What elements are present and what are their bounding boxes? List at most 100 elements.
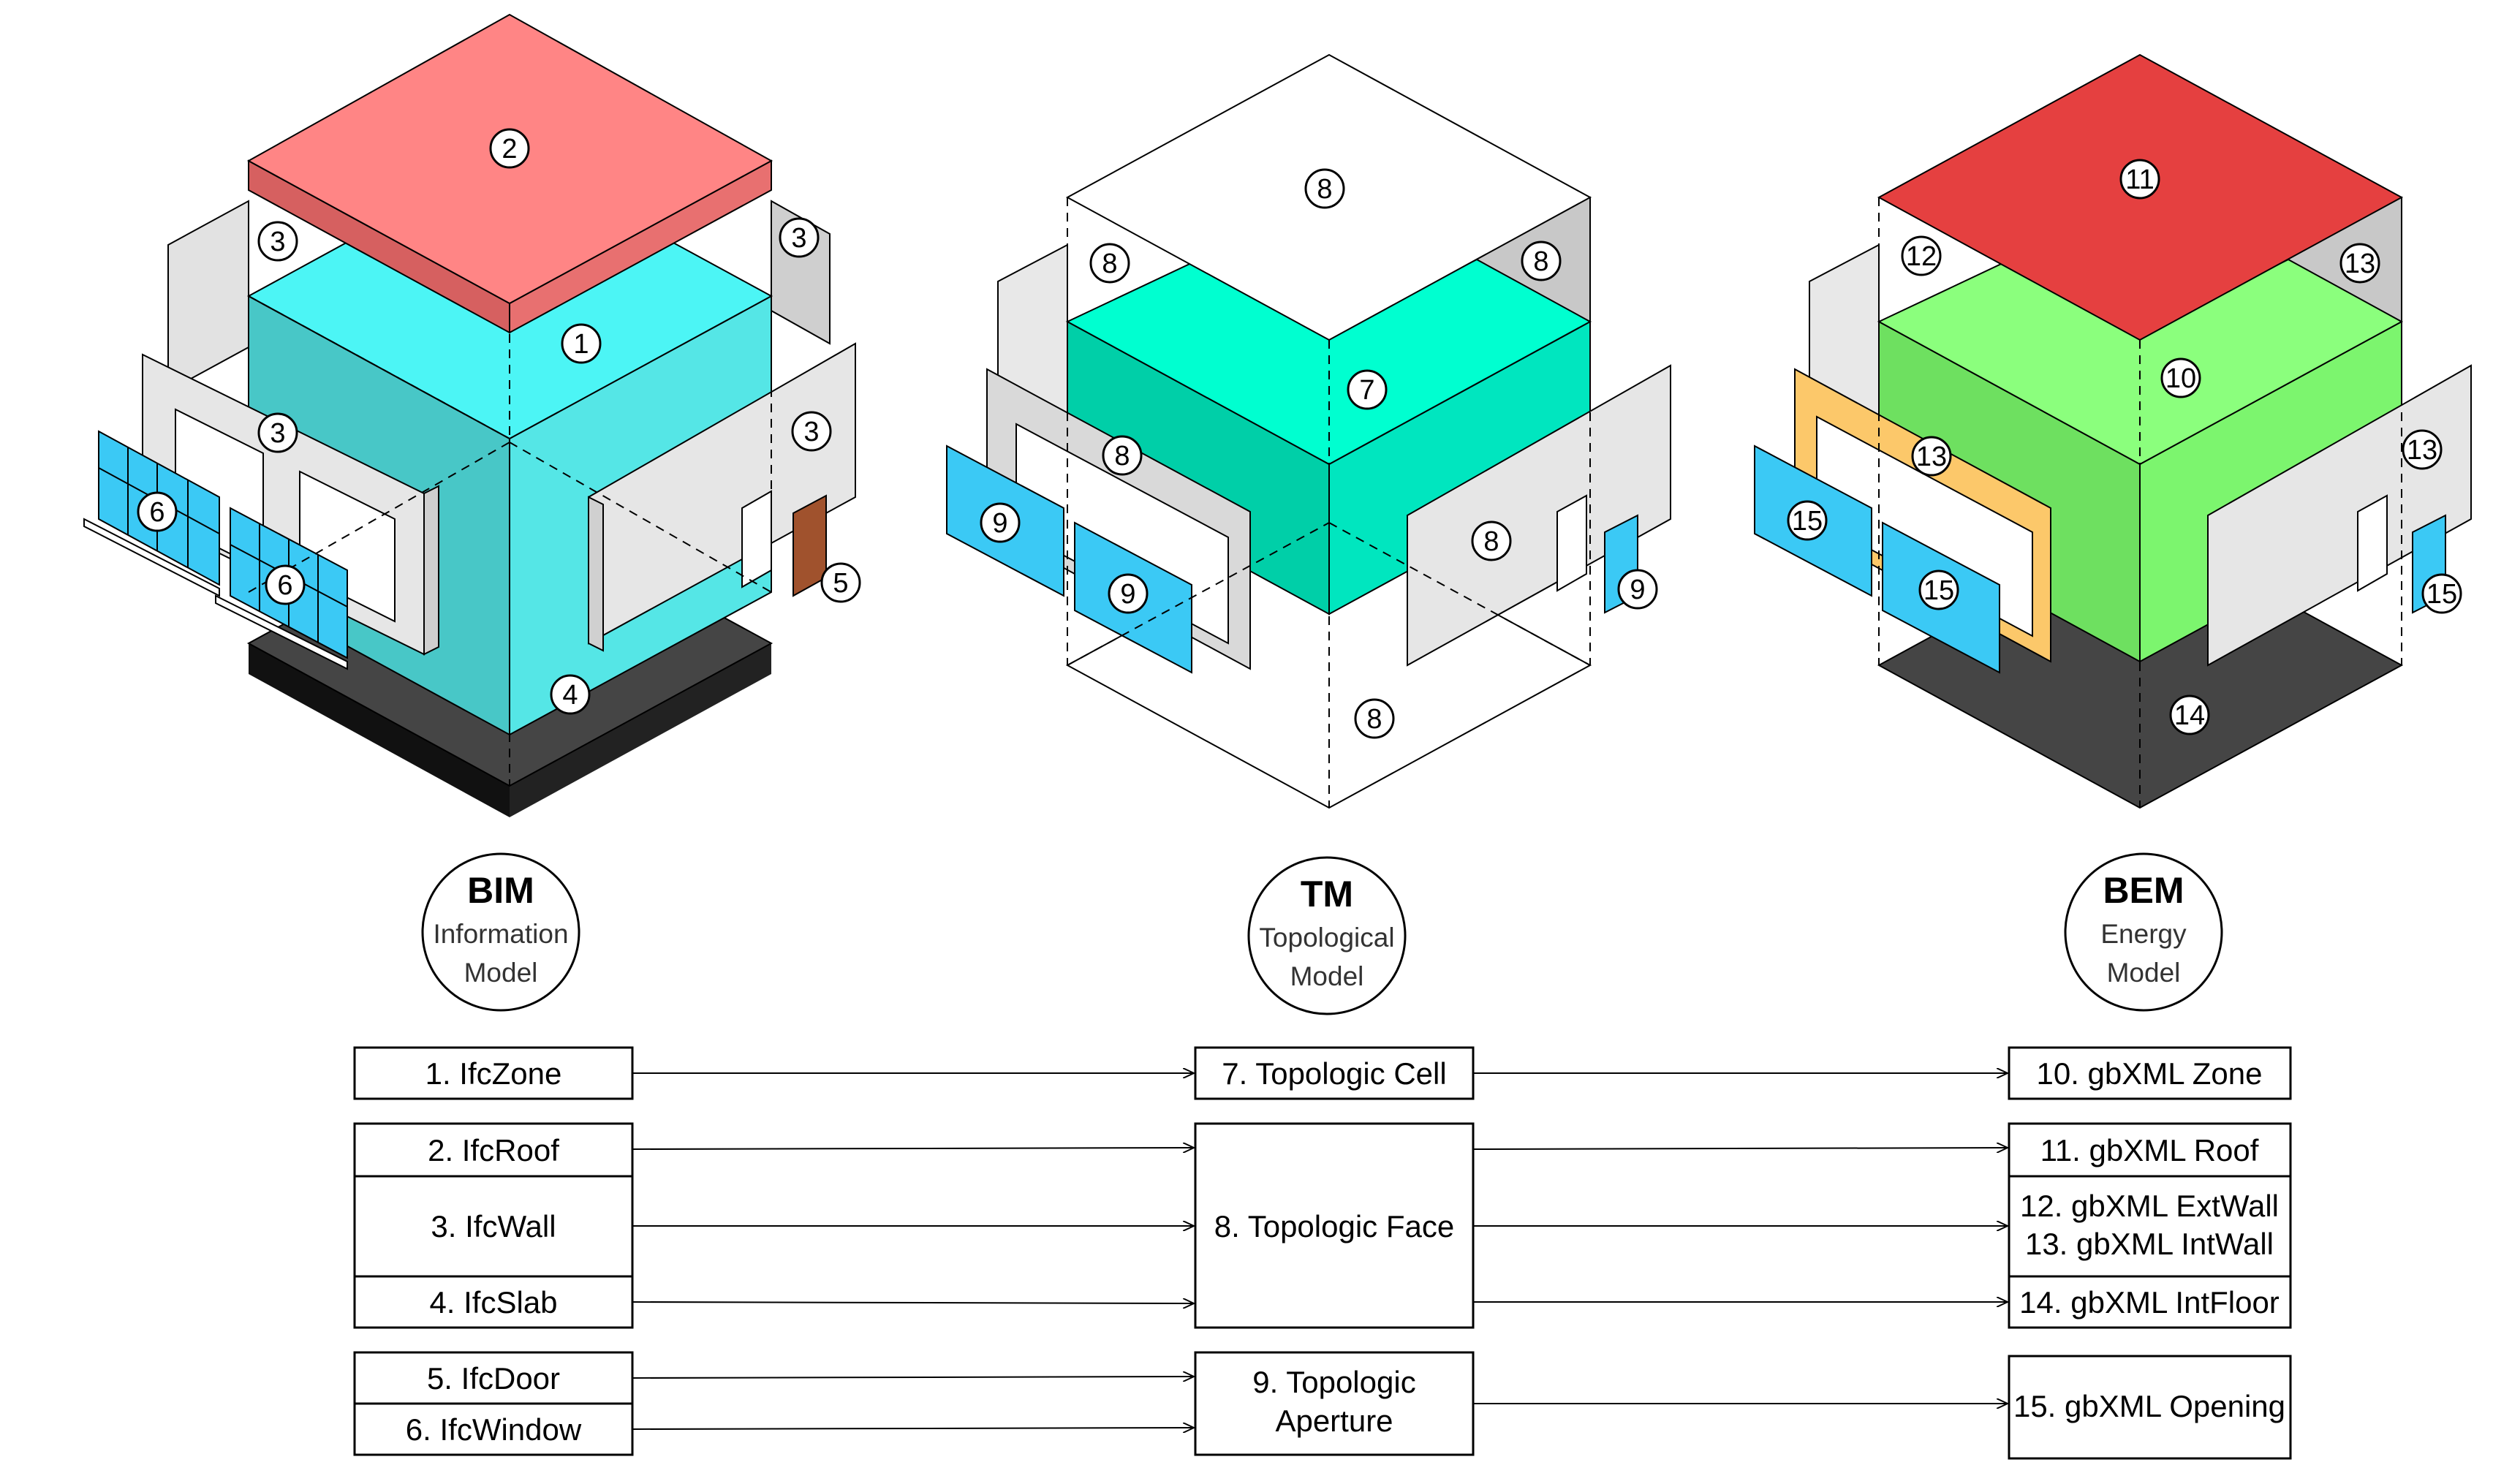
bem-marker-label: 15 <box>1792 506 1823 537</box>
bim-marker-label: 3 <box>270 227 285 257</box>
model-circle-bem: BEM Energy Model <box>2064 852 2223 1012</box>
model-circle-tm: TM Topological Model <box>1247 856 1407 1015</box>
bem-marker: 14 <box>2169 694 2210 735</box>
tm-marker: 9 <box>1108 573 1149 614</box>
bim-model <box>83 13 856 817</box>
bem-marker-label: 15 <box>1923 575 1954 606</box>
bim-marker-label: 6 <box>149 497 164 528</box>
bim-back-wall-left <box>167 200 249 393</box>
ifc-label-wall: 3. IfcWall <box>431 1209 556 1243</box>
bem-marker: 15 <box>2421 573 2462 614</box>
bem-marker-label: 13 <box>1916 442 1947 472</box>
tm-model <box>946 53 1671 809</box>
tm-marker: 7 <box>1347 369 1388 410</box>
tm-marker: 8 <box>1354 698 1395 739</box>
bem-marker: 13 <box>2402 429 2443 470</box>
ifc-box-window <box>353 1402 634 1456</box>
bim-front-wall-right-end <box>588 496 604 652</box>
model-circle-bim: BIM Information Model <box>421 852 580 1012</box>
tm-front-face-right <box>1407 364 1671 667</box>
model-sub2-tm: Model <box>1290 961 1364 991</box>
tm-marker-label: 9 <box>1630 575 1645 605</box>
tm-marker: 9 <box>1617 569 1658 610</box>
tm-marker-label: 9 <box>992 508 1007 539</box>
ifc-box-slab <box>353 1275 634 1329</box>
topo-label-aperture-2: Aperture <box>1275 1404 1393 1438</box>
ifc-label-slab: 4. IfcSlab <box>429 1285 557 1320</box>
ifc-label-window: 6. IfcWindow <box>406 1412 582 1447</box>
tm-marker: 8 <box>1089 243 1130 284</box>
bim-marker-label: 3 <box>803 417 819 447</box>
tm-marker-label: 8 <box>1102 249 1117 279</box>
tm-marker: 8 <box>1471 520 1512 561</box>
ifc-box-roof <box>353 1122 634 1178</box>
bim-marker-label: 3 <box>791 223 806 254</box>
bem-marker: 13 <box>2339 243 2380 284</box>
tm-opening-right <box>1556 494 1587 592</box>
gb-label-intwall: 13. gbXML IntWall <box>2025 1227 2274 1261</box>
gb-box-opening <box>2008 1355 2292 1460</box>
bim-marker: 5 <box>820 562 861 603</box>
bem-marker-label: 14 <box>2174 700 2205 731</box>
tm-marker-label: 7 <box>1359 375 1374 406</box>
bem-int-wall-opening <box>2357 494 2388 592</box>
topo-label-face: 8. Topologic Face <box>1214 1209 1454 1243</box>
bem-marker-label: 10 <box>2165 363 2196 394</box>
bem-marker: 13 <box>1911 436 1952 477</box>
mapping-table <box>353 1046 2292 1460</box>
bem-marker-label: 13 <box>2345 249 2375 279</box>
bim-slab-side-left <box>249 643 510 817</box>
bem-marker: 11 <box>2119 159 2160 200</box>
tm-marker: 9 <box>980 502 1021 543</box>
bim-marker-label: 2 <box>502 134 517 164</box>
bim-door-opening <box>741 490 772 588</box>
bim-marker: 4 <box>550 674 591 715</box>
gb-label-zone: 10. gbXML Zone <box>2037 1056 2263 1091</box>
bim-marker: 6 <box>137 491 178 532</box>
ifc-label-zone: 1. IfcZone <box>425 1056 562 1091</box>
gb-label-floor: 14. gbXML IntFloor <box>2019 1285 2280 1320</box>
model-sub1-bim: Information <box>433 919 568 949</box>
ifc-label-door: 5. IfcDoor <box>427 1361 560 1396</box>
model-sub1-tm: Topological <box>1259 923 1394 953</box>
model-title-bim: BIM <box>467 870 534 911</box>
bem-marker: 15 <box>1918 569 1959 610</box>
bim-marker-label: 3 <box>270 418 285 449</box>
gb-box-roof <box>2008 1122 2292 1178</box>
tm-marker: 8 <box>1304 168 1345 209</box>
topo-label-aperture-1: 9. Topologic <box>1252 1365 1415 1399</box>
bim-marker: 2 <box>489 128 530 169</box>
bem-marker-label: 13 <box>2407 435 2437 466</box>
bem-marker-label: 11 <box>2125 164 2154 195</box>
bim-marker-label: 1 <box>573 329 589 360</box>
gb-box-floor <box>2008 1275 2292 1329</box>
topo-box-face <box>1194 1122 1475 1329</box>
mapping-arrows <box>632 1073 2008 1429</box>
bem-marker: 10 <box>2160 357 2201 398</box>
tm-hidden-edges <box>1067 197 1591 808</box>
model-sub2-bem: Model <box>2107 958 2181 988</box>
gb-box-wall <box>2008 1175 2292 1278</box>
gb-label-opening: 15. gbXML Opening <box>2013 1389 2285 1423</box>
bem-model <box>1754 53 2472 809</box>
tm-marker-label: 8 <box>1366 704 1382 735</box>
gb-box-zone <box>2008 1046 2292 1100</box>
tm-marker-label: 9 <box>1120 579 1135 610</box>
bim-marker: 3 <box>791 411 832 452</box>
tm-marker: 8 <box>1521 241 1562 281</box>
model-title-tm: TM <box>1301 874 1353 915</box>
bim-marker-label: 6 <box>277 570 292 601</box>
bem-hidden-edges <box>1878 197 2402 808</box>
bim-front-wall-left-end <box>423 485 439 656</box>
bim-marker: 3 <box>257 412 298 453</box>
tm-marker-label: 8 <box>1114 441 1130 472</box>
gb-label-roof: 11. gbXML Roof <box>2040 1133 2259 1167</box>
tm-marker: 8 <box>1102 435 1143 476</box>
ifc-box-door <box>353 1351 634 1405</box>
tm-marker-label: 8 <box>1533 246 1548 277</box>
bim-marker-label: 5 <box>833 568 848 599</box>
ifc-label-roof: 2. IfcRoof <box>428 1133 559 1167</box>
bem-marker-label: 15 <box>2426 579 2457 610</box>
bim-marker: 3 <box>779 217 820 258</box>
